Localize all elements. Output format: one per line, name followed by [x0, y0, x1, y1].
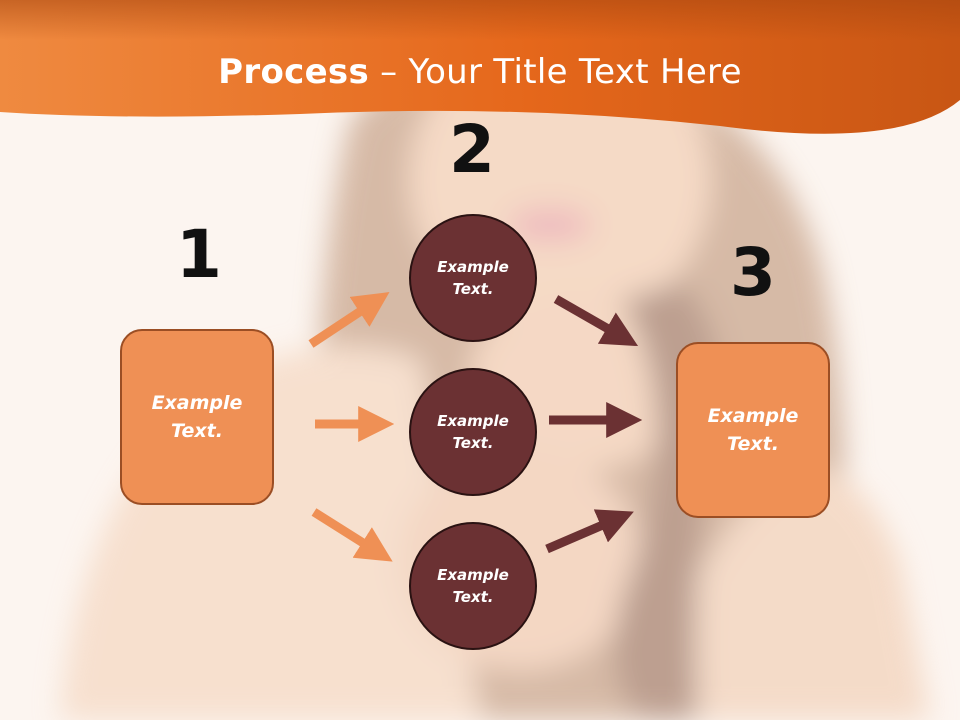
step-number-1: 1 — [176, 216, 222, 293]
arrow-left-to-bottom — [311, 508, 393, 562]
step-number-2: 2 — [449, 111, 495, 188]
arrow-bottom-to-right — [545, 509, 634, 554]
title-bold: Process — [218, 52, 370, 92]
title-rest: – Your Title Text Here — [369, 52, 742, 92]
slide-title: Process – Your Title Text Here — [0, 52, 960, 92]
arrow-left-to-top — [308, 292, 390, 348]
arrow-top-to-right — [553, 295, 639, 347]
step-number-3: 3 — [730, 234, 776, 311]
